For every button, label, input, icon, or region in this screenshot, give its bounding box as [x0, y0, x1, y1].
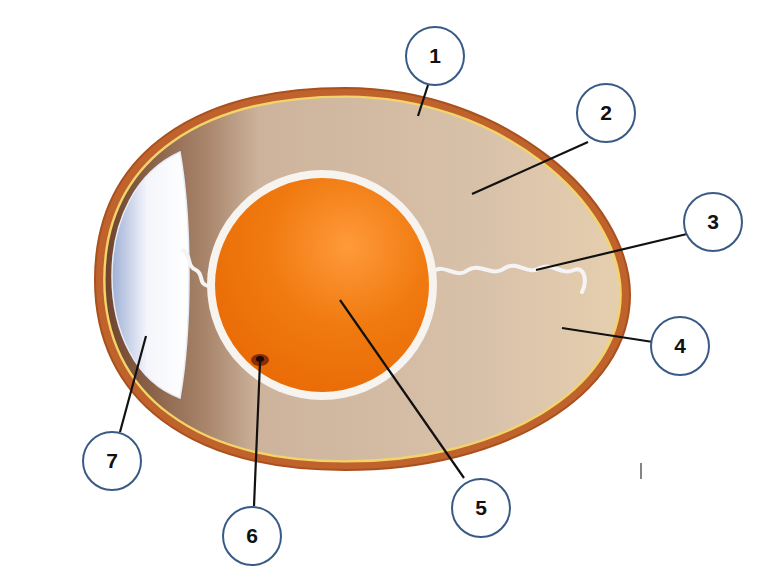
- germinal-disc: [256, 356, 264, 362]
- callout-circle: 3: [683, 192, 743, 252]
- callout-circle: 6: [222, 506, 282, 566]
- callout-circle: 1: [405, 26, 465, 86]
- callout-number: 6: [246, 524, 258, 548]
- callout-number: 7: [106, 449, 118, 473]
- callout-number: 4: [674, 334, 686, 358]
- callout-number: 3: [707, 210, 719, 234]
- callout-number: 1: [429, 44, 441, 68]
- callout-circle: 4: [650, 316, 710, 376]
- callout-circle: 7: [82, 431, 142, 491]
- albumen: [104, 97, 620, 462]
- shell: [95, 88, 630, 470]
- callout-circle: 2: [576, 83, 636, 143]
- callout-number: 2: [600, 101, 612, 125]
- tick-mark: [640, 463, 641, 479]
- vitelline-membrane: [207, 170, 437, 400]
- yolk: [215, 178, 429, 392]
- air-cell: [112, 152, 189, 398]
- chalaza: [432, 266, 585, 292]
- callout-circle: 5: [451, 478, 511, 538]
- callout-number: 5: [475, 496, 487, 520]
- leader-lines: [120, 85, 687, 506]
